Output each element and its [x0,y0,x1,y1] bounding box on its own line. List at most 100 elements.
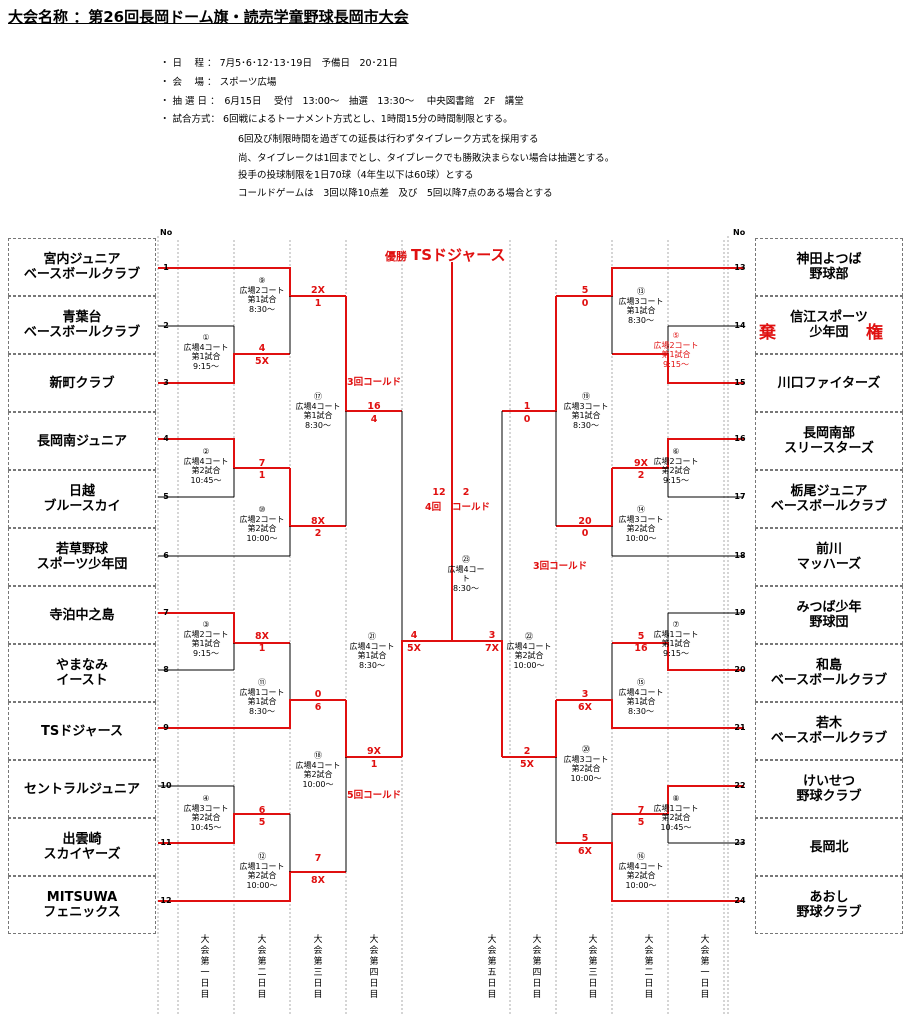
info-venue: ・ 会 場 ： スポーツ広場 [160,77,277,88]
match-info: ㉑ 広場4コート 第1試合 8:30～ [349,632,395,670]
score: 16 [634,643,648,654]
team-name: 寺泊中之島 [8,586,156,644]
team-name: 新町クラブ [8,354,156,412]
team-name: あおし 野球クラブ [755,876,903,934]
team-name: 神田よつば 野球部 [755,238,903,296]
match-info: ⑩ 広場2コート 第2試合 10:00～ [239,505,285,543]
team-name: みつば少年 野球団 [755,586,903,644]
match-info: ⑱ 広場4コート 第2試合 10:00～ [295,751,341,789]
match-info: ① 広場4コート 第1試合 9:15～ [183,333,229,371]
team-name: 前川 マッハーズ [755,528,903,586]
bracket-path [556,267,744,297]
bracket-path [612,438,744,469]
team-name: 長岡南ジュニア [8,412,156,470]
team-number: 9 [163,723,169,732]
info-note-lottery: 尚、タイブレークは1回までとし、タイブレークでも勝敗決まらない場合は抽選とする。 [238,153,615,164]
bracket-path [556,699,744,729]
score: 1 [258,470,266,481]
score: 5 [637,817,645,828]
forfeit-mark-right: 権 [866,323,883,343]
team-number: 11 [160,838,172,847]
cold-game-note: 4回 [425,502,442,513]
score: 3 [488,630,496,641]
score: 5X [255,356,269,367]
score: 7 [314,853,322,864]
score: 5X [407,643,421,654]
match-info: ⑬ 広場3コート 第1試合 8:30～ [618,287,664,325]
team-number: 1 [163,263,169,272]
day-label: 大 会 第 四 日 目 [369,935,379,1000]
team-number: 6 [163,551,169,560]
score: 8X [311,875,325,886]
score: 8X [311,516,325,527]
team-number: 5 [163,492,169,501]
day-label: 大 会 第 四 日 目 [532,935,542,1000]
team-number: 21 [734,723,746,732]
team-number: 3 [163,378,169,387]
match-info: ④ 広場3コート 第2試合 10:45～ [183,794,229,832]
cold-game-note: 3回コールド [347,377,402,388]
team-name: けいせつ 野球クラブ [755,760,903,818]
team-number: 4 [163,434,169,443]
info-note-cold-game: コールドゲームは 3回以降10点差 及び 5回以降7点のある場合とする [238,188,553,199]
team-number: 17 [734,492,746,501]
score: 1 [523,401,531,412]
cold-game-note: 5回コールド [347,790,402,801]
team-number: 7 [163,608,169,617]
bracket-path [158,438,290,469]
team-number: 2 [163,321,169,330]
team-number: 13 [734,263,746,272]
team-name: 栃尾ジュニア ベースボールクラブ [755,470,903,528]
team-number: 14 [734,321,746,330]
score: 0 [523,414,531,425]
score: 2 [462,487,470,498]
score: 16 [367,401,381,412]
score: 1 [370,759,378,770]
day-label: 大 会 第 二 日 目 [644,935,654,1000]
team-number: 22 [734,781,746,790]
score: 5 [581,833,589,844]
team-number: 23 [734,838,746,847]
team-name: 信江スポーツ 少年団 [755,296,903,354]
team-number: 24 [734,896,746,905]
day-label: 大 会 第 二 日 目 [257,935,267,1000]
cold-game-note: 3回コールド [533,561,588,572]
bracket-path [345,296,402,412]
match-info: ㉓ 広場4コー ト 8:30～ [447,555,485,593]
score: 1 [314,298,322,309]
score: 4 [258,343,266,354]
bracket-path [158,813,290,844]
team-name: 長岡北 [755,818,903,876]
page-title: 大会名称 ：第26回長岡ドーム旗・読売学童野球長岡市大会 [8,8,409,26]
score: 2X [311,285,325,296]
score: 2 [637,470,645,481]
score: 9X [367,746,381,757]
team-number: 18 [734,551,746,560]
team-number: 19 [734,608,746,617]
team-name: 若草野球 スポーツ少年団 [8,528,156,586]
team-number: 16 [734,434,746,443]
match-info: ② 広場4コート 第2試合 10:45～ [183,447,229,485]
match-info: ⑨ 広場2コート 第1試合 8:30～ [239,276,285,314]
score: 8X [255,631,269,642]
match-info: ⑰ 広場4コート 第1試合 8:30～ [295,392,341,430]
team-name: やまなみ イースト [8,644,156,702]
bracket-path [612,642,744,671]
match-info: ⑦ 広場1コート 第1試合 9:15～ [653,620,699,658]
bracket-path [158,699,346,729]
day-label: 大 会 第 一 日 目 [200,935,210,1000]
team-name: 長岡南部 スリースターズ [755,412,903,470]
score: 1 [258,643,266,654]
day-label: 大 会 第 一 日 目 [700,935,710,1000]
score: 5 [637,631,645,642]
info-note-tiebreak: 6回及び制限時間を過ぎての延長は行わずタイブレーク方式を採用する [238,134,539,145]
team-name: 和島 ベースボールクラブ [755,644,903,702]
match-info: ⑥ 広場2コート 第2試合 9:15～ [653,447,699,485]
no-header-right: No [733,228,746,237]
score: 4 [410,630,418,641]
winner-team: TSドジャース [411,246,506,264]
match-info: ⑳ 広場3コート 第2試合 10:00～ [563,745,609,783]
score: 9X [634,458,648,469]
